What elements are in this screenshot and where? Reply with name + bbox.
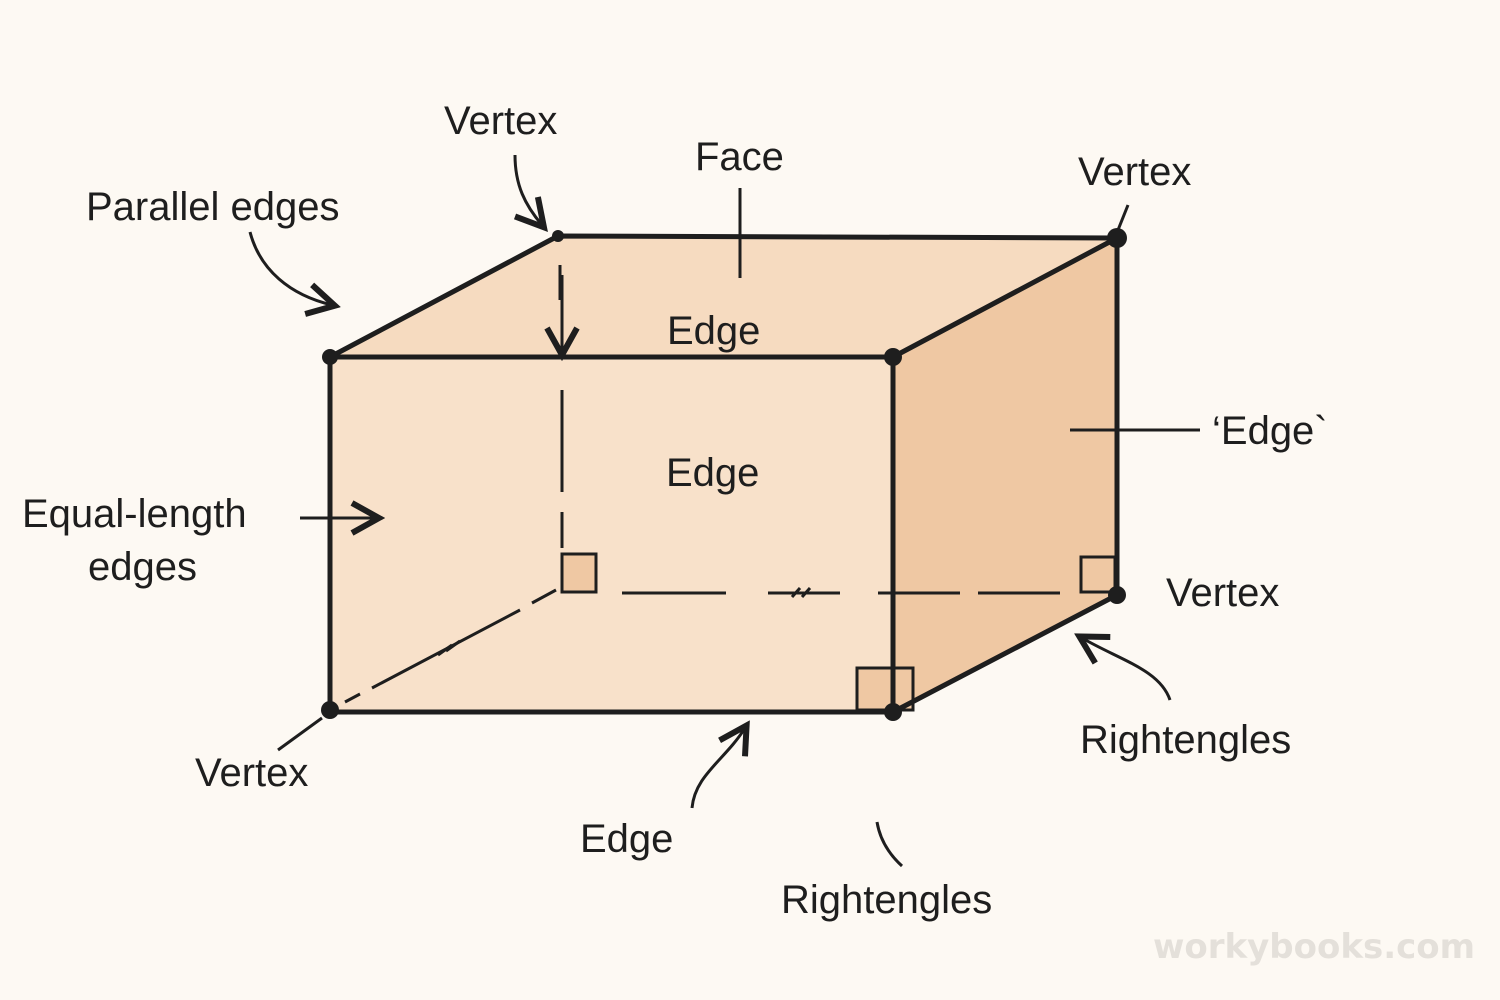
label-vertex-top-left: Vertex — [444, 99, 557, 143]
label-right-angles-right: Rightengles — [1080, 718, 1291, 762]
label-edge-front: Edge — [666, 451, 759, 495]
label-edge-right: ‘Edge` — [1212, 409, 1328, 453]
label-equal-length-line2: edges — [88, 545, 197, 589]
label-vertex-bottom-left: Vertex — [195, 751, 308, 795]
label-face: Face — [695, 135, 784, 179]
label-right-angles-bottom: Rightengles — [781, 878, 992, 922]
label-vertex-top-right: Vertex — [1078, 150, 1191, 194]
label-edge-top: Edge — [667, 309, 760, 353]
label-parallel-edges: Parallel edges — [86, 185, 340, 229]
pointer-arrows — [248, 154, 1200, 868]
label-vertex-right: Vertex — [1166, 571, 1279, 615]
front-face — [330, 357, 893, 712]
vertices — [321, 228, 1127, 721]
right-angle-marker — [560, 552, 598, 594]
watermark: workybooks.com — [1153, 927, 1475, 967]
label-edge-bottom: Edge — [580, 817, 673, 861]
top-face — [330, 236, 1117, 357]
right-angle-marker — [1079, 555, 1117, 594]
hidden-edges — [344, 265, 1060, 704]
label-equal-length-line1: Equal-length — [22, 492, 247, 536]
